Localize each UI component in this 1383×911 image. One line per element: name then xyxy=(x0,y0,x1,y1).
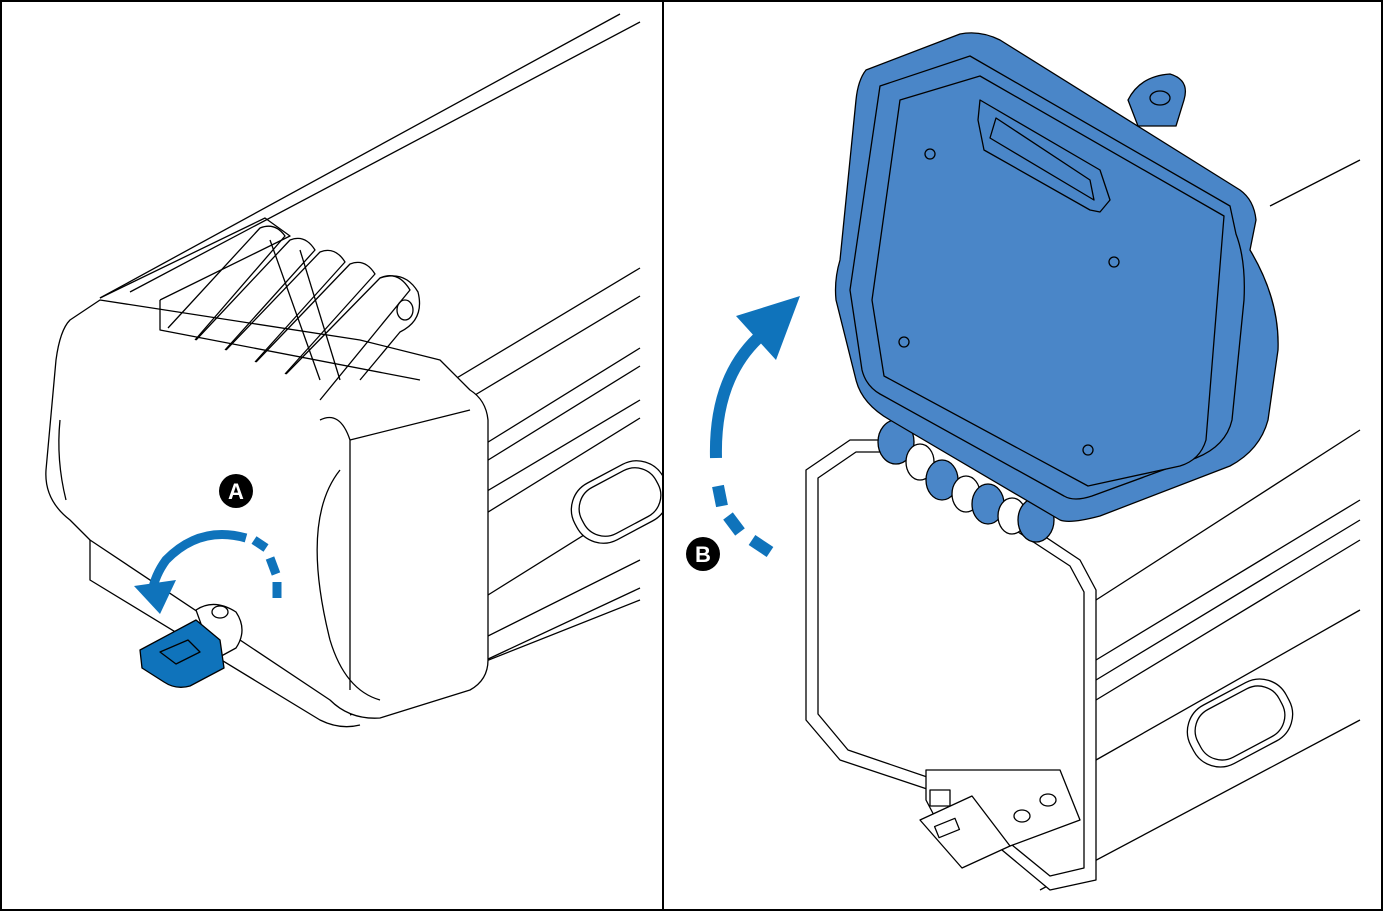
panel-left: A xyxy=(45,13,662,728)
key-icon[interactable] xyxy=(139,603,243,688)
brand-logo-left xyxy=(570,460,662,544)
curved-arrow-icon xyxy=(134,530,282,614)
end-cap-housing xyxy=(45,299,489,728)
step-marker-a: A xyxy=(219,474,253,508)
hinge-ridges xyxy=(99,217,421,401)
step-marker-b-label: B xyxy=(695,542,711,567)
curved-up-arrow-icon xyxy=(709,296,800,557)
carrier-bar-right xyxy=(1039,159,1361,891)
step-marker-b: B xyxy=(686,537,720,571)
end-cap-cover[interactable] xyxy=(834,32,1279,522)
brand-logo-right xyxy=(1186,678,1294,768)
panel-right: B xyxy=(686,32,1361,891)
mounting-plate xyxy=(919,769,1081,869)
step-marker-a-label: A xyxy=(228,479,244,504)
